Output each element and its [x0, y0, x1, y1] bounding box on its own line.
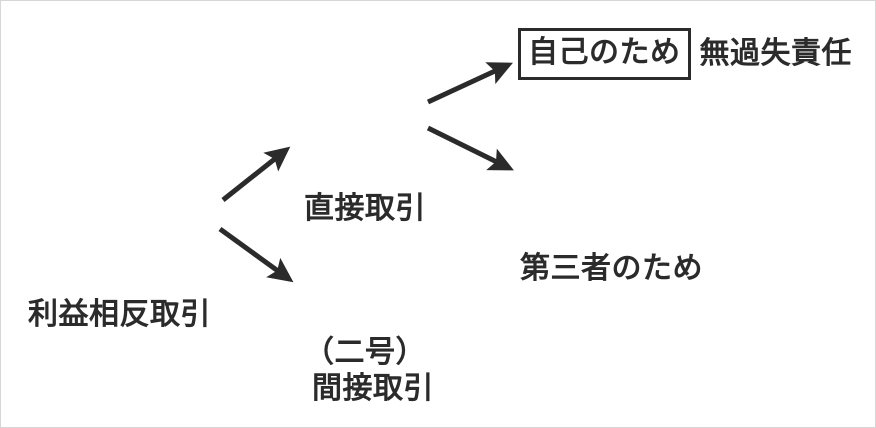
arrow-root-to-indirect	[218, 226, 294, 283]
node-direct-transaction: 直接取引 （二号）	[304, 89, 426, 427]
node-conflict-of-interest-transaction: 利益相反取引	[28, 195, 211, 427]
node-for-self-group: 自己のため 無過失責任	[518, 28, 852, 80]
node-for-third-party: 第三者のため	[520, 149, 703, 389]
arrow-direct-to-third-party	[426, 125, 514, 171]
arrow-direct-to-self	[426, 62, 513, 105]
node-for-self-liability-note: 無過失責任	[699, 36, 852, 71]
node-indirect-transaction: 間接取引 （三号）	[312, 269, 434, 427]
node-direct-label-line2: （二号）	[304, 335, 426, 370]
node-root-label: 利益相反取引	[28, 297, 211, 332]
arrow-root-to-direct	[221, 146, 291, 202]
node-for-self-boxed-label: 自己のため	[518, 28, 691, 80]
node-third-party-label: 第三者のため	[520, 251, 703, 286]
node-indirect-label-line1: 間接取引	[312, 371, 434, 406]
node-direct-label-line1: 直接取引	[304, 191, 426, 226]
